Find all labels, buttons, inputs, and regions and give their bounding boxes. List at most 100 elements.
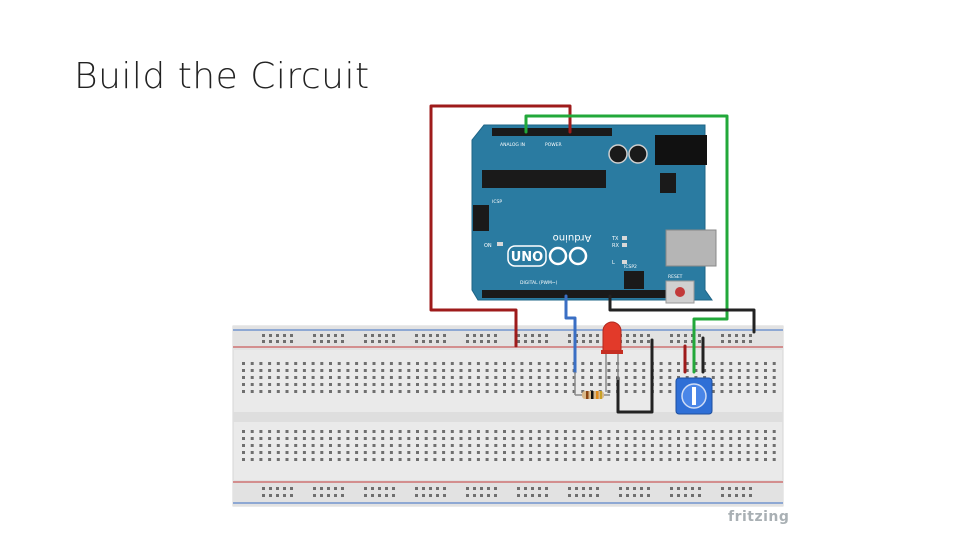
breadboard-hole xyxy=(698,494,701,497)
breadboard-hole xyxy=(290,487,293,490)
breadboard-hole xyxy=(443,487,446,490)
breadboard-hole xyxy=(250,369,254,372)
breadboard-hole xyxy=(294,444,298,447)
breadboard-hole xyxy=(450,437,454,440)
breadboard-hole xyxy=(720,390,724,393)
breadboard-hole xyxy=(276,340,279,343)
breadboard-hole xyxy=(389,362,393,365)
breadboard-hole xyxy=(659,430,663,433)
breadboard-hole xyxy=(276,390,280,393)
breadboard-hole xyxy=(250,444,254,447)
breadboard-hole xyxy=(616,444,620,447)
breadboard-hole xyxy=(685,451,689,454)
breadboard-hole xyxy=(728,494,731,497)
breadboard-hole xyxy=(250,383,254,386)
breadboard-hole xyxy=(250,451,254,454)
breadboard-hole xyxy=(581,430,585,433)
breadboard-hole xyxy=(371,334,374,337)
breadboard-hole xyxy=(242,451,245,454)
breadboard-hole xyxy=(294,362,298,365)
breadboard-hole xyxy=(385,487,388,490)
breadboard-hole xyxy=(598,451,602,454)
breadboard-hole xyxy=(537,376,541,379)
breadboard-hole xyxy=(341,340,344,343)
breadboard-hole xyxy=(538,334,541,337)
breadboard-hole xyxy=(598,458,602,461)
breadboard-hole xyxy=(320,494,323,497)
breadboard-hole xyxy=(407,430,411,433)
breadboard-hole xyxy=(480,487,483,490)
breadboard-hole xyxy=(389,383,393,386)
breadboard-hole xyxy=(364,334,367,337)
breadboard-hole xyxy=(276,369,280,372)
breadboard-hole xyxy=(487,334,490,337)
breadboard-hole xyxy=(355,376,359,379)
breadboard-hole xyxy=(546,430,550,433)
breadboard-hole xyxy=(737,430,741,433)
breadboard-hole xyxy=(276,334,279,337)
breadboard-hole xyxy=(642,369,646,372)
breadboard-hole xyxy=(337,437,341,440)
breadboard-hole xyxy=(424,451,428,454)
breadboard-hole xyxy=(616,451,620,454)
breadboard-hole xyxy=(589,494,592,497)
breadboard-hole xyxy=(494,369,498,372)
breadboard-hole xyxy=(659,451,663,454)
breadboard-hole xyxy=(711,376,715,379)
breadboard-hole xyxy=(746,444,750,447)
breadboard-hole xyxy=(285,376,289,379)
breadboard-hole xyxy=(563,458,567,461)
icsp2-header xyxy=(624,271,644,289)
breadboard-hole xyxy=(746,458,750,461)
breadboard-hole xyxy=(389,376,393,379)
breadboard-hole xyxy=(268,451,272,454)
breadboard-hole xyxy=(546,390,550,393)
breadboard-hole xyxy=(520,383,524,386)
breadboard-hole xyxy=(755,390,759,393)
breadboard-hole xyxy=(555,451,559,454)
breadboard-hole xyxy=(407,383,411,386)
breadboard-hole xyxy=(294,383,298,386)
breadboard-hole xyxy=(772,430,776,433)
breadboard-hole xyxy=(302,376,306,379)
wires xyxy=(429,104,756,414)
breadboard-hole xyxy=(503,451,506,454)
breadboard-hole xyxy=(746,376,750,379)
breadboard-hole xyxy=(529,390,533,393)
breadboard-hole xyxy=(520,444,524,447)
breadboard-hole xyxy=(424,430,428,433)
breadboard-hole xyxy=(721,340,724,343)
breadboard-hole xyxy=(659,458,663,461)
breadboard-hole xyxy=(575,487,578,490)
breadboard-hole xyxy=(392,334,395,337)
breadboard-hole xyxy=(677,458,680,461)
breadboard-hole xyxy=(433,451,437,454)
breadboard-hole xyxy=(450,383,454,386)
breadboard-hole xyxy=(538,494,541,497)
green-a0-wire xyxy=(524,114,729,374)
breadboard-hole xyxy=(476,383,480,386)
breadboard-hole xyxy=(259,376,263,379)
breadboard-hole xyxy=(698,340,701,343)
breadboard-hole xyxy=(555,376,559,379)
breadboard-hole xyxy=(746,430,750,433)
breadboard-hole xyxy=(607,376,611,379)
breadboard-hole xyxy=(633,376,637,379)
breadboard-hole xyxy=(581,390,585,393)
breadboard-hole xyxy=(250,376,254,379)
breadboard-hole xyxy=(283,494,286,497)
breadboard-hole xyxy=(433,390,437,393)
breadboard-hole xyxy=(389,437,393,440)
breadboard-hole xyxy=(572,430,576,433)
tx-led xyxy=(622,236,627,240)
breadboard-hole xyxy=(729,362,733,365)
breadboard-hole xyxy=(642,390,646,393)
reset-button-cap xyxy=(675,287,685,297)
breadboard-hole xyxy=(581,458,585,461)
breadboard-hole xyxy=(346,444,350,447)
breadboard-hole xyxy=(311,376,315,379)
breadboard-hole xyxy=(329,437,332,440)
breadboard-hole xyxy=(703,444,707,447)
breadboard-hole xyxy=(389,369,393,372)
breadboard-hole xyxy=(355,369,359,372)
